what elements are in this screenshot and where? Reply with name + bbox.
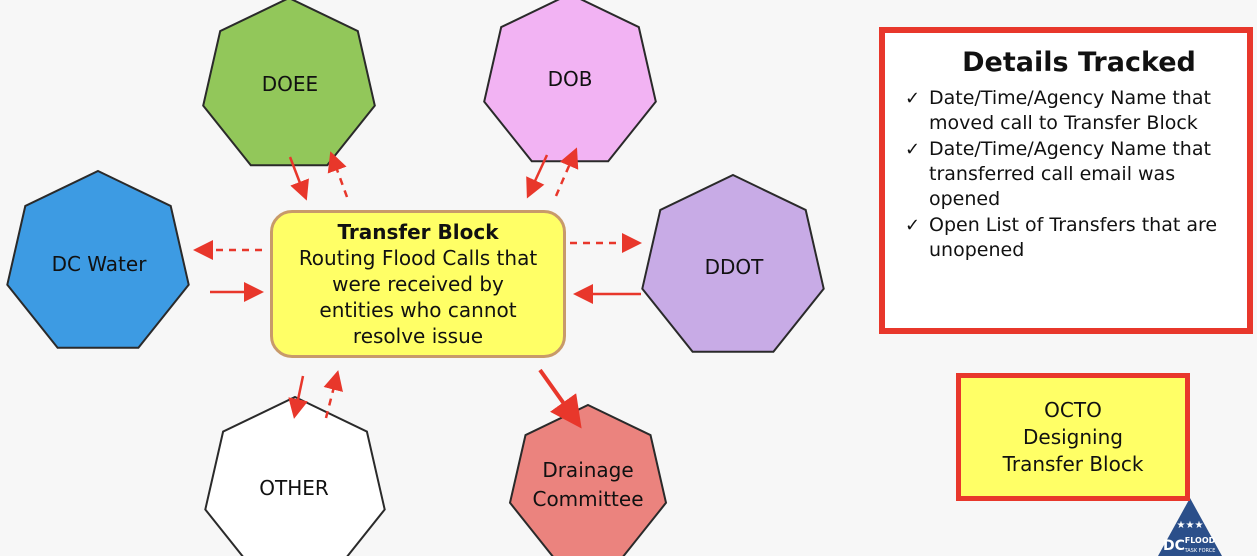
logo-flood-text: FLOOD (1185, 536, 1216, 545)
details-tracked-title: Details Tracked (962, 47, 1196, 78)
detail-text: Date/Time/Agency Name that transferred c… (929, 138, 1211, 210)
details-tracked-list: ✓ Date/Time/Agency Name that moved call … (905, 86, 1233, 263)
doee-node-shape (202, 0, 376, 167)
detail-text: Open List of Transfers that are unopened (929, 214, 1218, 261)
checkmark-icon: ✓ (905, 215, 921, 236)
octo-designing-text: OCTO Designing Transfer Block (1002, 397, 1144, 476)
list-item: ✓ Date/Time/Agency Name that transferred… (905, 137, 1233, 212)
arrow-center-to-drainage (538, 368, 582, 429)
transfer-block-center: Transfer Block Routing Flood Calls that … (270, 210, 566, 358)
logo-triangle (1158, 498, 1222, 556)
transfer-block-title: Transfer Block (337, 220, 499, 244)
ddot-node-shape (641, 173, 825, 353)
logo-task-force-text: TASK FORCE (1184, 548, 1216, 554)
logo-dc-text: DC (1163, 538, 1185, 554)
octo-designing-box: OCTO Designing Transfer Block (956, 373, 1190, 501)
list-item: ✓ Open List of Transfers that are unopen… (905, 213, 1233, 263)
dc-water-node-shape (6, 169, 190, 349)
arrow-doee-to-center (288, 156, 309, 201)
arrow-center-to-dob (554, 147, 579, 197)
detail-text: Date/Time/Agency Name that moved call to… (929, 87, 1211, 134)
arrow-other-to-center (323, 370, 343, 419)
transfer-block-description: Routing Flood Calls that were received b… (298, 246, 538, 348)
dc-flood-task-force-logo: ★★★ DC FLOOD TASK FORCE (1158, 498, 1222, 556)
logo-stars: ★★★ (1177, 520, 1204, 531)
list-item: ✓ Date/Time/Agency Name that moved call … (905, 86, 1233, 136)
arrow-center-to-other (288, 375, 308, 419)
dob-node-shape (483, 0, 657, 163)
checkmark-icon: ✓ (905, 88, 921, 109)
checkmark-icon: ✓ (905, 139, 921, 160)
arrow-dob-to-center (526, 154, 549, 199)
other-node-shape (204, 395, 386, 556)
drainage-committee-node-shape (508, 403, 668, 556)
arrow-center-to-doee (327, 151, 349, 198)
details-tracked-panel: Details Tracked ✓ Date/Time/Agency Name … (879, 27, 1253, 334)
